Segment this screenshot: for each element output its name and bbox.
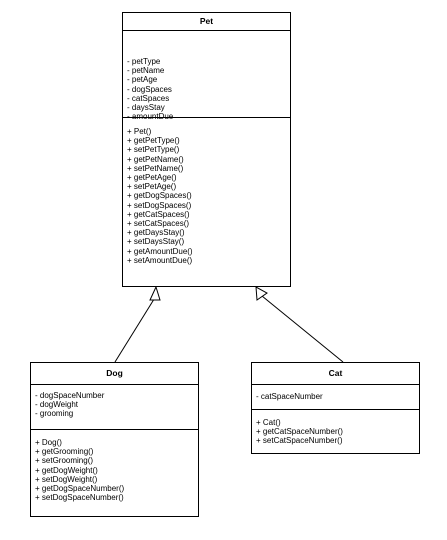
attributes-section: - petType - petName - petAge - dogSpaces…	[123, 31, 290, 122]
cat-generalization-arrowhead	[255, 286, 268, 301]
method: + getDogSpaceNumber()	[35, 484, 125, 494]
class-cat[interactable]: Cat - catSpaceNumber + Cat() + getCatSpa…	[251, 362, 420, 454]
dog-to-pet-line	[114, 295, 157, 363]
method: + Cat()	[256, 418, 281, 427]
method: + getPetName()	[127, 154, 184, 164]
method: + getCatSpaces()	[127, 209, 190, 219]
method: + getDogWeight()	[35, 465, 98, 475]
method: + setDaysStay()	[127, 237, 185, 247]
attribute: - catSpaces	[127, 93, 170, 103]
attribute: - catSpaceNumber	[256, 392, 323, 401]
method: + Dog()	[35, 438, 62, 447]
attributes-section: - dogSpaceNumber - dogWeight - grooming	[31, 385, 198, 430]
methods-section: + Cat() + getCatSpaceNumber() + setCatSp…	[252, 410, 419, 446]
method: + setPetName()	[127, 163, 184, 173]
method: + setCatSpaces()	[127, 219, 190, 229]
method: + getGrooming()	[35, 447, 94, 457]
method: + setCatSpaceNumber()	[256, 436, 343, 446]
method: + getCatSpaceNumber()	[256, 427, 343, 437]
method: + setPetAge()	[127, 182, 177, 192]
method: + setGrooming()	[35, 456, 94, 466]
method: + getPetType()	[127, 136, 180, 146]
attribute: - dogSpaceNumber	[35, 391, 105, 400]
attribute: - petType	[127, 57, 161, 66]
attribute: - amountDue	[127, 112, 174, 122]
methods-section: + Dog() + getGrooming() + setGrooming() …	[31, 430, 198, 502]
method: + getAmountDue()	[127, 246, 193, 256]
class-name: Pet	[123, 13, 290, 31]
method: + getDogSpaces()	[127, 191, 192, 201]
method: + getPetAge()	[127, 173, 177, 183]
class-dog[interactable]: Dog - dogSpaceNumber - dogWeight - groom…	[30, 362, 199, 517]
attribute: - dogWeight	[35, 400, 78, 410]
methods-section: + Pet() + getPetType() + setPetType() + …	[123, 118, 290, 265]
class-name: Dog	[31, 363, 198, 385]
attribute: - grooming	[35, 409, 74, 419]
attribute: - petName	[127, 66, 165, 76]
attributes-section: - catSpaceNumber	[252, 385, 419, 410]
attribute: - daysStay	[127, 103, 165, 113]
method: + Pet()	[127, 127, 152, 136]
method: + setDogWeight()	[35, 474, 98, 484]
method: + setDogSpaceNumber()	[35, 493, 124, 503]
method: + getDaysStay()	[127, 228, 185, 238]
method: + setDogSpaces()	[127, 200, 192, 210]
class-name: Cat	[252, 363, 419, 385]
method: + setAmountDue()	[127, 255, 193, 265]
class-pet[interactable]: Pet - petType - petName - petAge - dogSp…	[122, 12, 291, 287]
attribute: - dogSpaces	[127, 84, 172, 94]
dog-generalization-arrowhead	[149, 285, 161, 301]
attribute: - petAge	[127, 75, 158, 85]
cat-to-pet-line	[261, 295, 344, 363]
method: + setPetType()	[127, 145, 180, 155]
